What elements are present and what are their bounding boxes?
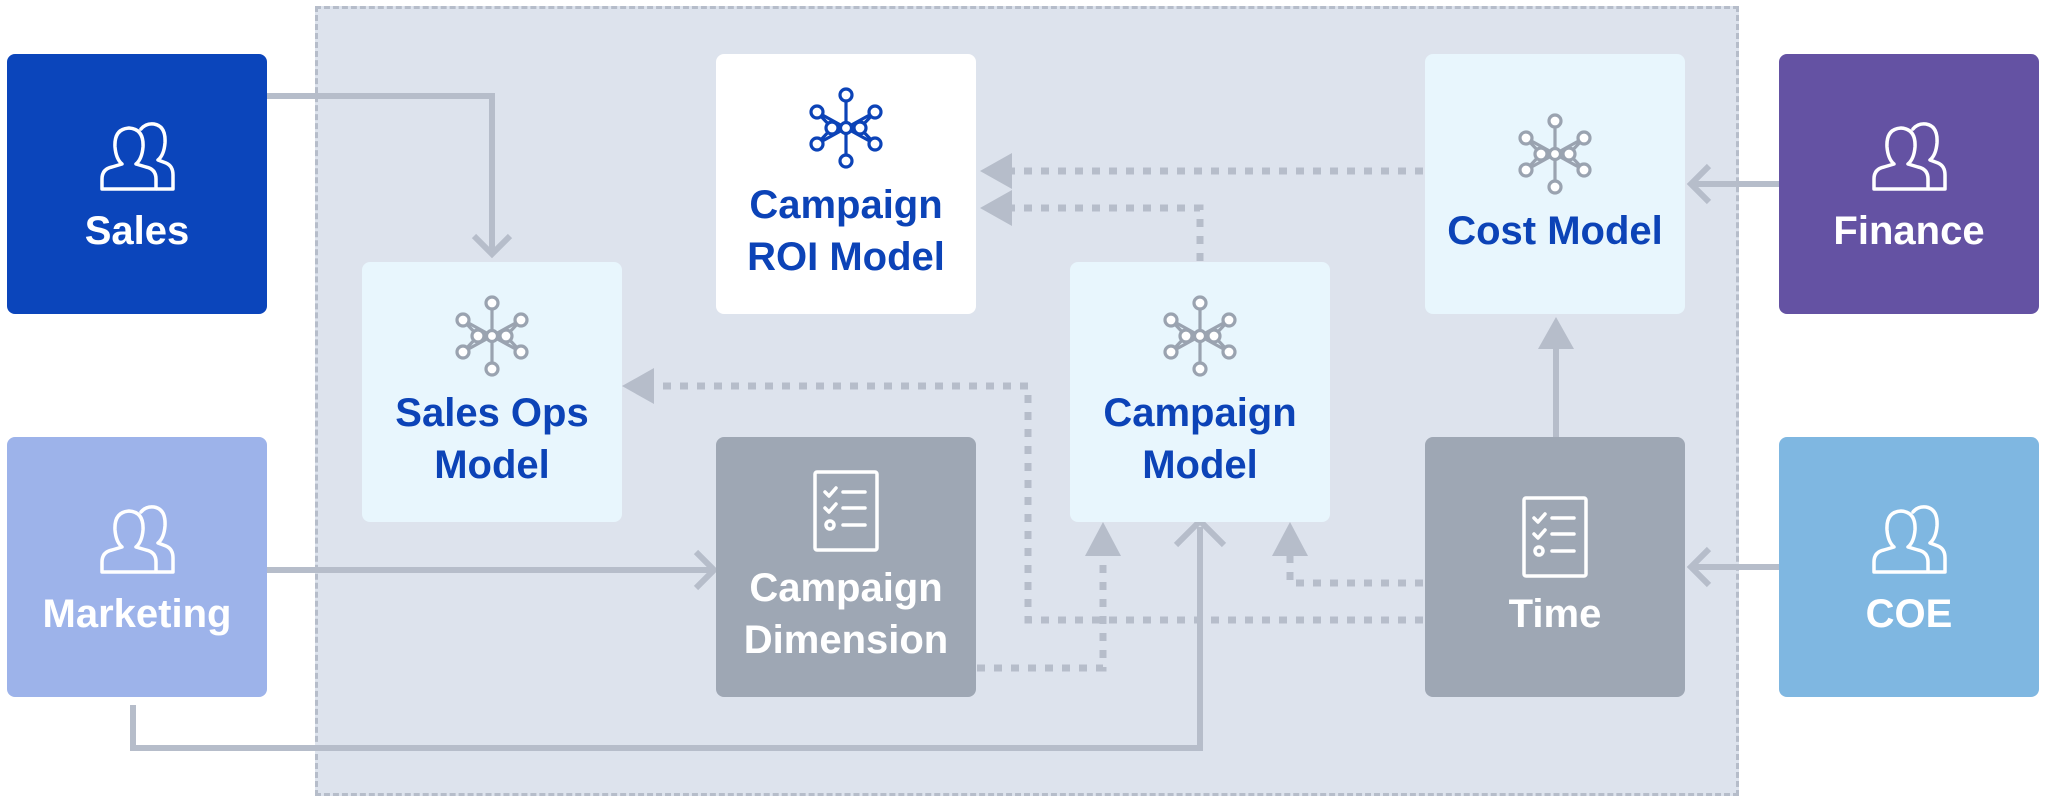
arrowhead-campaign-model-bottom-right [1272, 522, 1308, 556]
arrowhead-cost-model-right [1686, 163, 1712, 205]
arrowhead-roi-lower [980, 190, 1012, 226]
network-icon [803, 85, 889, 171]
model-sales-ops: Sales Ops Model [362, 262, 622, 522]
network-icon [1157, 293, 1243, 379]
users-icon [1866, 111, 1952, 197]
connector-campaign-model-to-roi [1010, 204, 1204, 261]
actor-label: Sales [84, 209, 190, 253]
actor-finance: Finance [1779, 54, 2039, 314]
connector-time-to-campaign-model [1286, 552, 1423, 587]
connector-time-to-sales-ops [652, 382, 1423, 624]
network-icon [1512, 111, 1598, 197]
checklist-icon [803, 468, 889, 554]
dimension-campaign: Campaign Dimension [716, 437, 976, 697]
checklist-icon [1512, 494, 1598, 580]
arrowhead-campaign-model-bottom-left [1085, 522, 1121, 556]
actor-coe: COE [1779, 437, 2039, 697]
arrowhead-campaign-dimension-left [693, 549, 719, 591]
actor-label: Marketing [42, 592, 232, 636]
users-icon [94, 111, 180, 197]
connector-sales-to-sales-ops [267, 93, 495, 254]
arrowhead-cost-model-bottom [1538, 317, 1574, 349]
connector-campaign-dimension-to-campaign-model [977, 556, 1107, 672]
actor-label: Finance [1833, 209, 1985, 253]
dimension-time: Time [1425, 437, 1685, 697]
network-icon [449, 293, 535, 379]
model-label: Cost Model [1447, 209, 1663, 253]
dimension-label: Campaign Dimension [743, 566, 949, 662]
arrowhead-time-right [1686, 546, 1712, 588]
users-icon [94, 494, 180, 580]
arrowhead-roi-upper [980, 153, 1012, 189]
model-label: Campaign ROI Model [747, 183, 945, 279]
actor-sales: Sales [7, 54, 267, 314]
connector-marketing-to-campaign-model [130, 527, 1203, 751]
model-label: Sales Ops Model [395, 391, 589, 487]
actor-marketing: Marketing [7, 437, 267, 697]
model-campaign: Campaign Model [1070, 262, 1330, 522]
arrowhead-sales-ops-right [622, 368, 654, 404]
dimension-label: Time [1508, 592, 1602, 636]
actor-label: COE [1865, 592, 1953, 636]
model-campaign-roi: Campaign ROI Model [716, 54, 976, 314]
users-icon [1866, 494, 1952, 580]
arrowhead-sales-ops-top [471, 233, 513, 259]
model-label: Campaign Model [1103, 391, 1297, 487]
model-cost: Cost Model [1425, 54, 1685, 314]
